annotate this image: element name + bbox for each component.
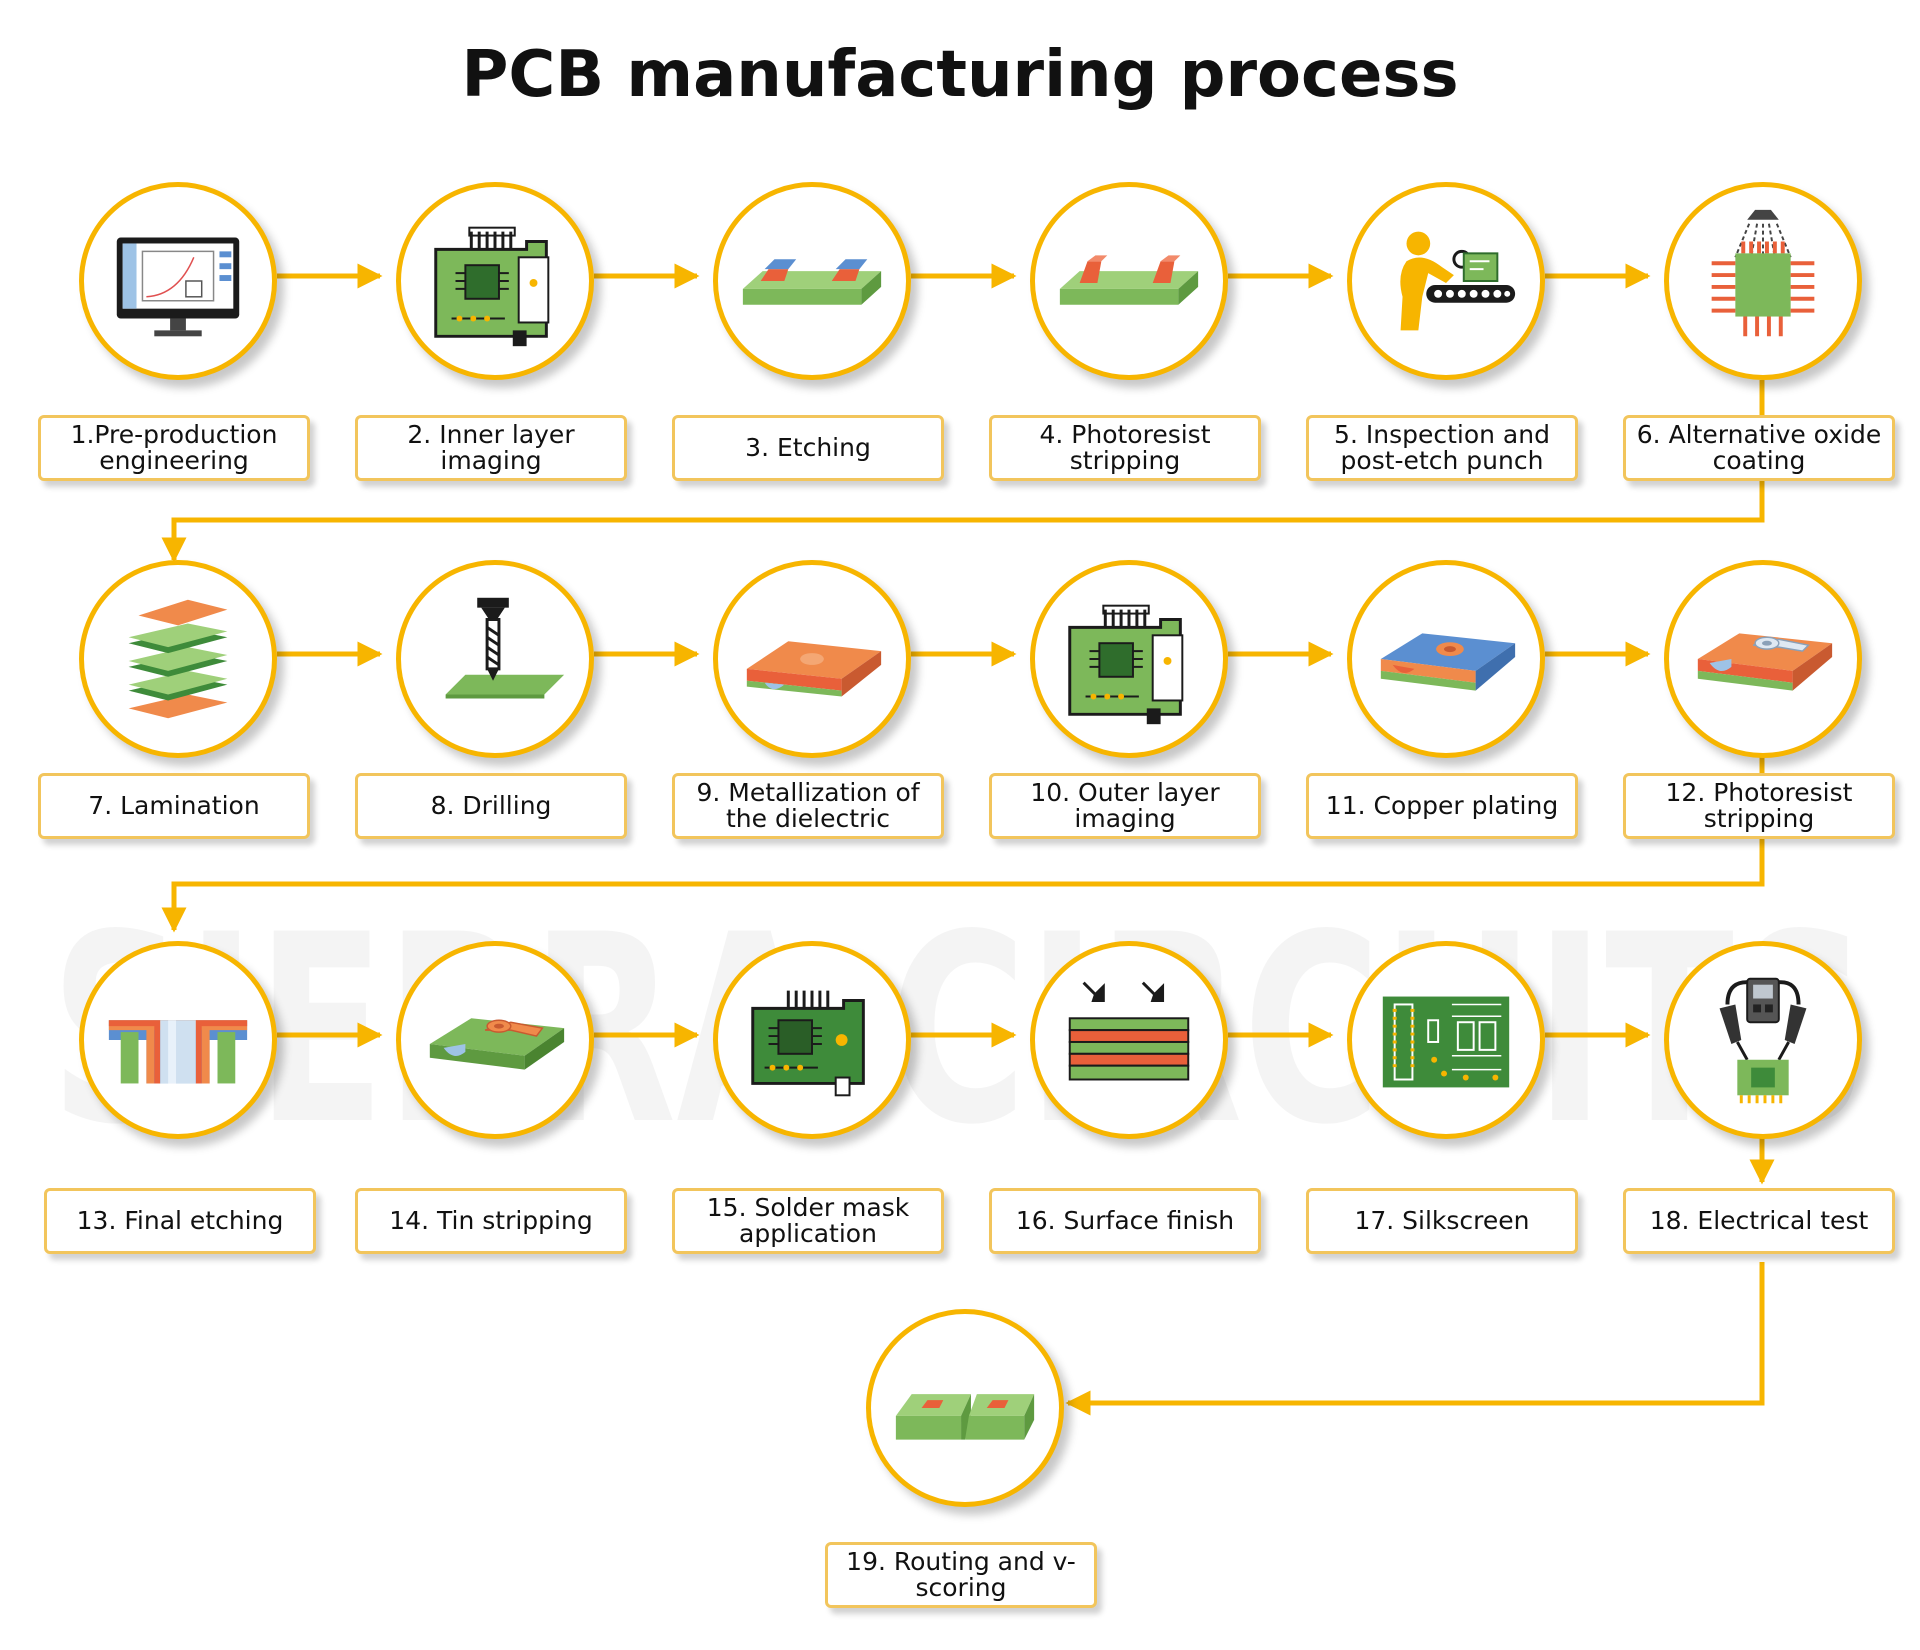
arrow-18-19 bbox=[1065, 1262, 1765, 1416]
step-circle bbox=[1664, 560, 1862, 758]
step-label: 10. Outer layer imaging bbox=[989, 773, 1261, 839]
via-cross-section-icon bbox=[108, 1020, 248, 1084]
step-circle bbox=[1347, 941, 1545, 1139]
step-circle bbox=[1030, 941, 1228, 1139]
step-circle bbox=[713, 182, 911, 380]
step-circle bbox=[1664, 182, 1862, 380]
circuit-board-icon bbox=[434, 226, 550, 347]
step-circle bbox=[396, 560, 594, 758]
page-title: PCB manufacturing process bbox=[461, 38, 1459, 112]
step-label: 11. Copper plating bbox=[1306, 773, 1578, 839]
step-label: 7. Lamination bbox=[38, 773, 310, 839]
step-circle bbox=[79, 560, 277, 758]
step-circle bbox=[79, 182, 277, 380]
solder-mask-board-icon bbox=[751, 990, 865, 1097]
step-circle bbox=[1030, 182, 1228, 380]
step-label: 18. Electrical test bbox=[1623, 1188, 1895, 1254]
stripping-layer-icon bbox=[1059, 255, 1199, 305]
etching-layer-icon bbox=[742, 259, 882, 305]
step-circle bbox=[1347, 560, 1545, 758]
step-label: 5. Inspection and post-etch punch bbox=[1306, 415, 1578, 481]
step-label: 1.Pre-production engineering bbox=[38, 415, 310, 481]
step-label: 16. Surface finish bbox=[989, 1188, 1261, 1254]
watermark-text: SIERRA CIRCUITS bbox=[50, 880, 1870, 1182]
test-probes-icon bbox=[1719, 977, 1807, 1104]
stripped-board-icon bbox=[1697, 633, 1833, 691]
silkscreen-board-icon bbox=[1382, 996, 1510, 1088]
step-label: 17. Silkscreen bbox=[1306, 1188, 1578, 1254]
step-circle bbox=[396, 941, 594, 1139]
chip-spray-icon bbox=[1711, 209, 1815, 337]
step-circle bbox=[713, 560, 911, 758]
step-circle bbox=[1030, 560, 1228, 758]
metallized-board-icon bbox=[746, 641, 882, 697]
step-label: 13. Final etching bbox=[44, 1188, 316, 1254]
step-circle bbox=[1347, 182, 1545, 380]
step-label: 6. Alternative oxide coating bbox=[1623, 415, 1895, 481]
inspector-conveyor-icon bbox=[1400, 231, 1516, 331]
tin-stripped-board-icon bbox=[429, 1018, 565, 1070]
step-circle bbox=[1664, 941, 1862, 1139]
step-label: 2. Inner layer imaging bbox=[355, 415, 627, 481]
step-label: 4. Photoresist stripping bbox=[989, 415, 1261, 481]
step-circle bbox=[866, 1309, 1064, 1507]
step-circle bbox=[79, 941, 277, 1139]
monitor-cad-icon bbox=[116, 237, 240, 337]
step-label: 15. Solder mask application bbox=[672, 1188, 944, 1254]
step-label: 12. Photoresist stripping bbox=[1623, 773, 1895, 839]
circuit-board-icon bbox=[1068, 604, 1184, 725]
v-scored-board-icon bbox=[895, 1394, 1035, 1440]
step-label: 8. Drilling bbox=[355, 773, 627, 839]
step-label: 19. Routing and v-scoring bbox=[825, 1542, 1097, 1608]
copper-plated-board-icon bbox=[1380, 633, 1516, 691]
step-label: 9. Metallization of the dielectric bbox=[672, 773, 944, 839]
step-circle bbox=[396, 182, 594, 380]
layer-stack-icon bbox=[128, 599, 228, 719]
step-label: 3. Etching bbox=[672, 415, 944, 481]
surface-finish-layers-icon bbox=[1068, 981, 1190, 1081]
step-label: 14. Tin stripping bbox=[355, 1188, 627, 1254]
drill-bit-icon bbox=[445, 597, 565, 699]
step-circle bbox=[713, 941, 911, 1139]
